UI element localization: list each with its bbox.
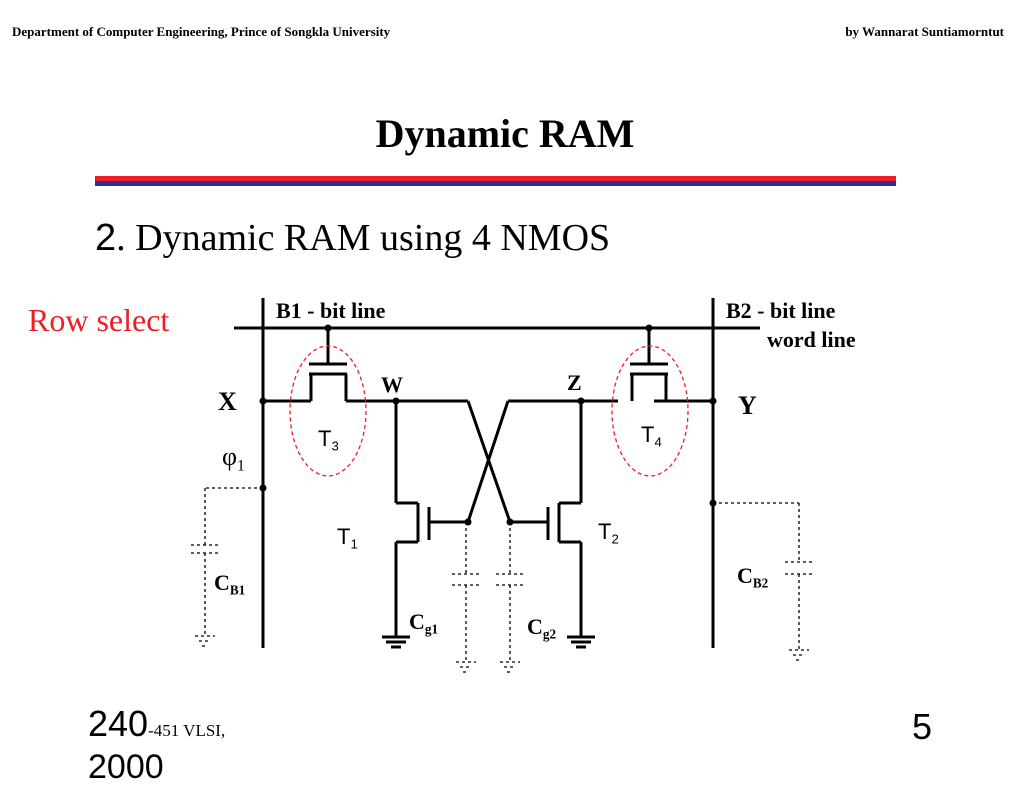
page-number: 5 (912, 706, 933, 747)
transistor-t1 (394, 401, 468, 637)
subtitle-text: . Dynamic RAM using 4 NMOS (116, 217, 611, 259)
cb2-label: CB2 (737, 563, 769, 591)
capacitor-cg2 (496, 522, 524, 673)
t3-label: T3 (318, 426, 339, 454)
t3-highlight (289, 345, 367, 477)
capacitor-cb2 (713, 502, 813, 661)
transistor-t4 (630, 328, 668, 401)
cg1-label: Cg1 (409, 609, 439, 637)
title-divider-red (95, 176, 896, 181)
word-line-label: word line (767, 327, 856, 352)
subtitle-number: 2 (95, 217, 117, 259)
dram-circuit-diagram (191, 298, 813, 673)
capacitor-cb1 (191, 487, 263, 647)
t4-label: T4 (641, 422, 662, 450)
header-department: Department of Computer Engineering, Prin… (12, 24, 391, 39)
capacitor-cg1 (452, 522, 480, 673)
ground-icon (382, 635, 595, 649)
node-x-label: X (218, 387, 237, 416)
t1-label: T1 (337, 524, 358, 552)
transistor-t2 (510, 401, 583, 637)
t2-label: T2 (598, 519, 619, 547)
node-y-label: Y (738, 391, 757, 420)
transistor-t3 (309, 328, 348, 401)
title-divider-blue (95, 181, 896, 186)
b2-bit-line-label: B2 - bit line (726, 298, 836, 323)
footer-course: 240-451 VLSI, (88, 703, 226, 744)
cross-wire-z (466, 400, 510, 523)
node-w-label: W (381, 372, 403, 397)
node-z-label: Z (567, 370, 582, 395)
row-select-label: Row select (28, 302, 170, 338)
header-author: by Wannarat Suntiamorntut (845, 24, 1004, 39)
phi1-label: φ1 (222, 442, 245, 475)
t4-highlight (611, 345, 689, 477)
cb1-label: CB1 (214, 570, 246, 598)
slide-subtitle: 2. Dynamic RAM using 4 NMOS (95, 216, 610, 260)
cg2-label: Cg2 (527, 614, 557, 642)
b1-bit-line-label: B1 - bit line (276, 298, 386, 323)
slide-title: Dynamic RAM (375, 111, 635, 156)
